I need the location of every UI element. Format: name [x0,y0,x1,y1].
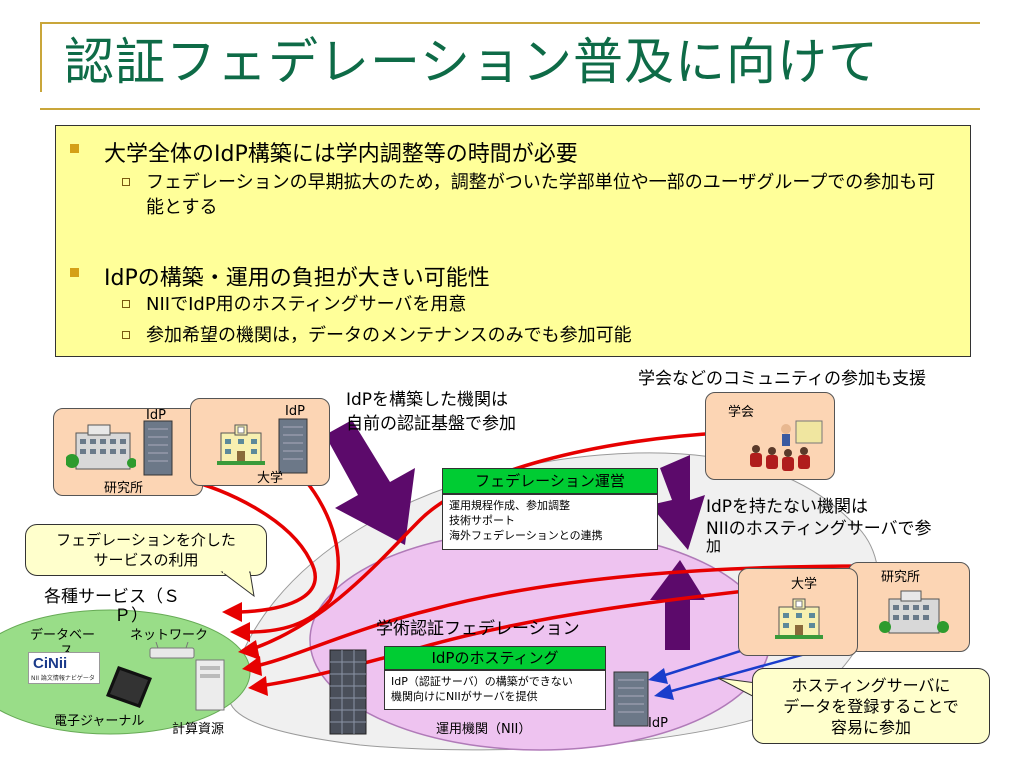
fed-ops-item: 海外フェデレーションとの連携 [449,529,603,542]
federation-ops-header: フェデレーション運営 [442,468,658,494]
bullet-2-text: IdPの構築・運用の負担が大きい可能性 [104,266,490,291]
hosting-desc-line-1: IdP（認証サーバ）の構築ができない [391,675,573,688]
purple-arrow-hosting [650,560,705,650]
cinii-logo: CiNii NII 論文情報ナビゲータ [28,652,100,684]
service-callout-line-1: フェデレーションを介した [56,531,236,549]
bullet-1-text: 大学全体のIdP構築には学内調整等の時間が必要 [104,142,578,167]
federation-label: 学術認証フェデレーション [376,619,580,639]
nii-building-icon [329,649,367,735]
hosting-callout-line-1: ホスティングサーバに [791,676,951,695]
hosting-server-icon [613,671,649,727]
blue-arrowhead [648,668,668,684]
hosting-callout-line-3: 容易に参加 [830,718,911,737]
lab-node-right: 研究所 [848,562,970,652]
hosting-desc-line-2: 機関向けにNIIがサーバを提供 [391,690,538,703]
red-arrowhead [238,640,260,660]
blue-arrowhead [654,684,674,700]
audience-icon [750,420,823,471]
idp-bottom-label: IdP [648,716,668,731]
society-node: 学会 [705,392,835,480]
bullet-2-sub-2: 参加希望の機関は，データのメンテナンスのみでも参加可能 [122,323,946,348]
no-idp-line-3: 加 [706,537,722,555]
compute-label: 計算資源 [172,722,225,737]
hosting-header: IdPのホスティング [384,646,606,670]
lab-node-left: IdP 研究所 [53,408,203,496]
cinii-logo-sub: NII 論文情報ナビゲータ [31,675,95,682]
university-node-right: 大学 [738,568,858,656]
red-arrowhead [242,656,262,676]
building-icon [66,424,136,470]
service-usage-callout: フェデレーションを介した サービスの利用 [25,524,267,576]
service-callout-line-2: サービスの利用 [93,551,199,569]
idp-built-text: IdPを構築した機関は 自前の認証基盤で参加 [346,388,516,436]
database-label-line-1: データベー [30,628,96,643]
compute-server-icon [195,659,225,711]
university-label-right: 大学 [791,577,818,592]
fed-ops-item: 技術サポート [449,514,515,527]
bullet-box: 大学全体のIdP構築には学内調整等の時間が必要 フェデレーションの早期拡大のため… [55,125,971,357]
idp-built-line-2: 自前の認証基盤で参加 [346,414,516,434]
bullet-1: 大学全体のIdP構築には学内調整等の時間が必要 [70,136,578,168]
red-arrow-lab [179,476,317,614]
hosting-callout-line-2: データを登録することで [783,697,959,716]
university-building-icon [217,424,265,465]
bullet-2-sub-2-text: 参加希望の機関は，データのメンテナンスのみでも参加可能 [146,325,632,346]
building-icon [879,590,949,634]
idp-built-line-1: IdPを構築した機関は [346,390,509,410]
fed-ops-item: 運用規程作成、参加調整 [449,499,570,512]
idp-label: IdP [285,404,305,419]
idp-label: IdP [146,408,166,423]
lab-label: 研究所 [104,481,144,496]
sp-label: 各種サービス（Ｓ Ｐ） [44,588,180,626]
title-left-rule [40,22,42,92]
callout-pointer [220,570,255,598]
bullet-1-sub-1: フェデレーションの早期拡大のため，調整がついた学部単位や一部のユーザグループでの… [122,170,946,220]
hollow-square-bullet-icon [122,178,130,186]
red-arrowhead [230,622,250,642]
page-title: 認証フェデレーション普及に向けて [64,33,879,91]
society-support-text: 学会などのコミュニティの参加も支援 [638,369,926,389]
journal-stack-icon [106,666,152,708]
title-top-rule [40,22,980,24]
hosting-callout: ホスティングサーバに データを登録することで 容易に参加 [752,668,990,744]
hollow-square-bullet-icon [122,331,130,339]
bullet-2-sub-1: NIIでIdP用のホスティングサーバを用意 [122,292,946,317]
server-icon [278,418,308,474]
red-arrow-uni [247,478,340,634]
no-idp-text: IdPを持たない機関は NIIのホスティングサーバで参 加 [706,496,932,555]
cinii-logo-text: CiNii [33,655,68,672]
title-bottom-rule [40,108,980,110]
network-label: ネットワーク [130,628,209,643]
red-arrowhead [248,676,268,696]
square-bullet-icon [70,144,79,153]
lab-label-right: 研究所 [881,570,921,585]
bullet-1-sub-1-text: フェデレーションの早期拡大のため，調整がついた学部単位や一部のユーザグループでの… [146,172,936,218]
sp-label-line-1: 各種サービス（Ｓ [44,587,180,607]
society-label: 学会 [728,405,755,420]
sp-label-line-2: Ｐ） [114,606,148,626]
operator-label: 運用機関（NII） [436,722,532,737]
university-node-left: IdP 大学 [190,398,330,486]
university-label: 大学 [257,471,284,486]
hollow-square-bullet-icon [122,300,130,308]
red-arrowhead [222,602,242,622]
red-arrow-society [254,431,721,650]
red-arrow-right-uni [265,583,801,687]
bullet-2-sub-1-text: NIIでIdP用のホスティングサーバを用意 [146,294,467,315]
university-building-icon [775,598,823,639]
ejournal-label: 電子ジャーナル [54,714,145,729]
bullet-2: IdPの構築・運用の負担が大きい可能性 [70,260,490,292]
no-idp-line-1: IdPを持たない機関は [706,497,869,517]
no-idp-line-2: NIIのホスティングサーバで参 [706,519,932,539]
hosting-box: IdP（認証サーバ）の構築ができない 機関向けにNIIがサーバを提供 [384,670,606,710]
square-bullet-icon [70,268,79,277]
purple-arrow-society [650,455,705,550]
router-icon [149,642,195,659]
server-icon [143,420,173,476]
federation-ops-box: 運用規程作成、参加調整 技術サポート 海外フェデレーションとの連携 [442,494,658,550]
purple-arrow-idp-built [325,420,415,545]
